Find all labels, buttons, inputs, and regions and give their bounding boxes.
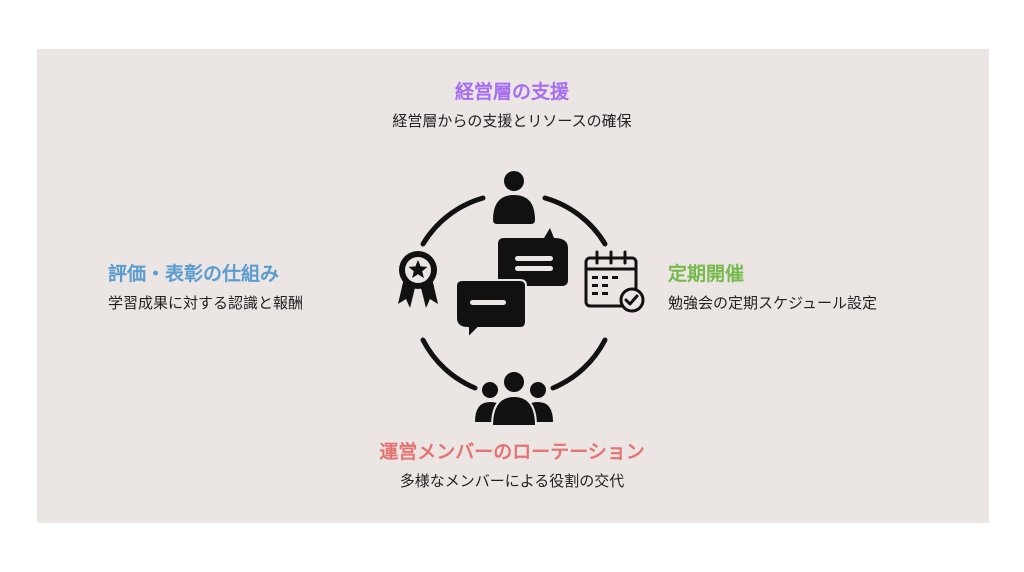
left-node: 評価・表彰の仕組み 学習成果に対する認識と報酬: [108, 262, 303, 313]
bottom-node-title: 運営メンバーのローテーション: [379, 441, 645, 463]
top-node-description: 経営層からの支援とリソースの確保: [392, 112, 632, 130]
arc-top-right: [542, 195, 608, 247]
arc-top-left: [420, 195, 486, 247]
chat-bubbles-icon: [455, 228, 568, 341]
award-ribbon-icon: [398, 251, 438, 308]
right-node-title: 定期開催: [668, 263, 745, 285]
bottom-node-description: 多様なメンバーによる役割の交代: [399, 472, 625, 490]
bottom-node: 運営メンバーのローテーション 多様なメンバーによる役割の交代: [0, 440, 1024, 491]
arc-bottom-left: [420, 337, 478, 391]
cycle-arcs: [420, 195, 608, 391]
right-node: 定期開催 勉強会の定期スケジュール設定: [668, 262, 877, 313]
group-people-icon: [475, 370, 553, 427]
right-node-description: 勉強会の定期スケジュール設定: [668, 294, 877, 312]
left-node-title: 評価・表彰の仕組み: [108, 263, 280, 285]
cycle-diagram: [398, 171, 645, 427]
calendar-check-icon: [584, 250, 645, 313]
top-node-title: 経営層の支援: [454, 81, 569, 103]
left-node-description: 学習成果に対する認識と報酬: [108, 294, 304, 312]
arc-bottom-right: [550, 337, 608, 391]
person-icon: [493, 171, 535, 224]
top-node: 経営層の支援 経営層からの支援とリソースの確保: [0, 80, 1024, 131]
